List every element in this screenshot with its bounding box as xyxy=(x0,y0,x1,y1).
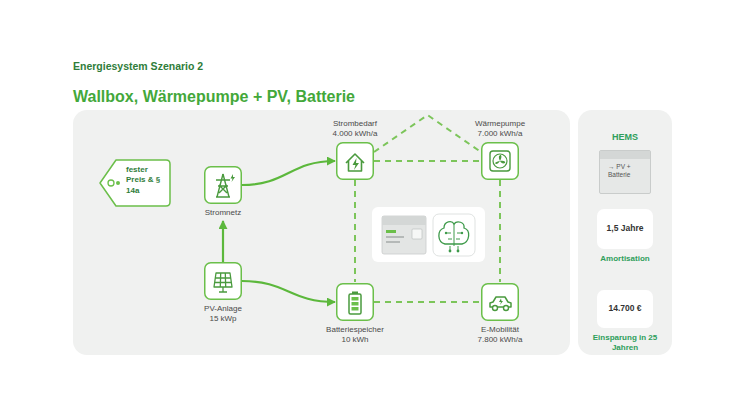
dashed-link xyxy=(354,180,356,282)
flow-arrow xyxy=(242,281,335,302)
icon-box xyxy=(336,142,374,180)
icon-node: PV-Anlage15 kWp xyxy=(204,262,242,324)
dashed-link xyxy=(374,115,481,152)
node-title: Strombedarf xyxy=(280,119,430,129)
panel-node: HEMS→ PV + Batterie1,5 JahreAmortisation… xyxy=(578,110,672,355)
device-text: → PV + Batterie xyxy=(608,163,648,179)
node-title: Batteriespeicher xyxy=(280,325,430,335)
tag-node: fester Preis & § 14a xyxy=(98,158,172,208)
icon-label: Batteriespeicher10 kWh xyxy=(336,325,374,345)
stat-caption: Amortisation xyxy=(585,254,665,264)
icon-node: Batteriespeicher10 kWh xyxy=(336,283,374,345)
dashed-link xyxy=(374,160,481,162)
icon-node: E-Mobilität7.800 kWh/a xyxy=(481,283,519,345)
stat-caption: Einsparung in 25 Jahren xyxy=(585,333,665,353)
panel-heading: HEMS xyxy=(578,132,672,142)
stat-value: 1,5 Jahre xyxy=(602,219,648,238)
node-value: 15 kWp xyxy=(148,314,298,324)
dashed-link xyxy=(499,180,501,282)
icon-box xyxy=(481,142,519,180)
tag-text: fester Preis & § 14a xyxy=(126,158,166,203)
icon-node: Wärmepumpe7.000 kWh/a xyxy=(481,119,519,180)
icon-box xyxy=(336,283,374,321)
node-value: 7.800 kWh/a xyxy=(425,335,575,345)
icon-label: Strombedarf4.000 kWh/a xyxy=(336,119,374,139)
node-title: E-Mobilität xyxy=(425,325,575,335)
subtitle: Wallbox, Wärmepumpe + PV, Batterie xyxy=(73,88,746,106)
node-value: 10 kWh xyxy=(280,335,430,345)
icon-box xyxy=(204,262,242,300)
device-node: → PV + Batterie xyxy=(599,150,651,194)
stat-value: 14.700 € xyxy=(602,299,648,318)
node-value: 4.000 kWh/a xyxy=(280,129,430,139)
node-title: Stromnetz xyxy=(148,208,298,218)
icon-box xyxy=(204,166,242,204)
device-strip xyxy=(600,151,650,159)
icon-node: Stromnetz xyxy=(204,166,242,218)
title: Energiesystem Szenario 2 xyxy=(73,60,746,72)
icon-label: Wärmepumpe7.000 kWh/a xyxy=(481,119,519,139)
icon-box xyxy=(481,283,519,321)
stat-node: 14.700 €Einsparung in 25 Jahren xyxy=(597,290,653,328)
flow-arrow xyxy=(222,221,224,262)
node-title: PV-Anlage xyxy=(148,304,298,314)
dashed-link xyxy=(374,301,481,303)
icon-label: Stromnetz xyxy=(204,208,242,218)
main-panel xyxy=(73,110,570,355)
icon-node: Strombedarf4.000 kWh/a xyxy=(336,119,374,180)
node-value: 7.000 kWh/a xyxy=(425,129,575,139)
icon-label: PV-Anlage15 kWp xyxy=(204,304,242,324)
node-title: Wärmepumpe xyxy=(425,119,575,129)
stat-node: 1,5 JahreAmortisation xyxy=(597,209,653,249)
hems-center-box xyxy=(372,207,485,262)
flow-arrow xyxy=(242,161,335,185)
icon-label: E-Mobilität7.800 kWh/a xyxy=(481,325,519,345)
